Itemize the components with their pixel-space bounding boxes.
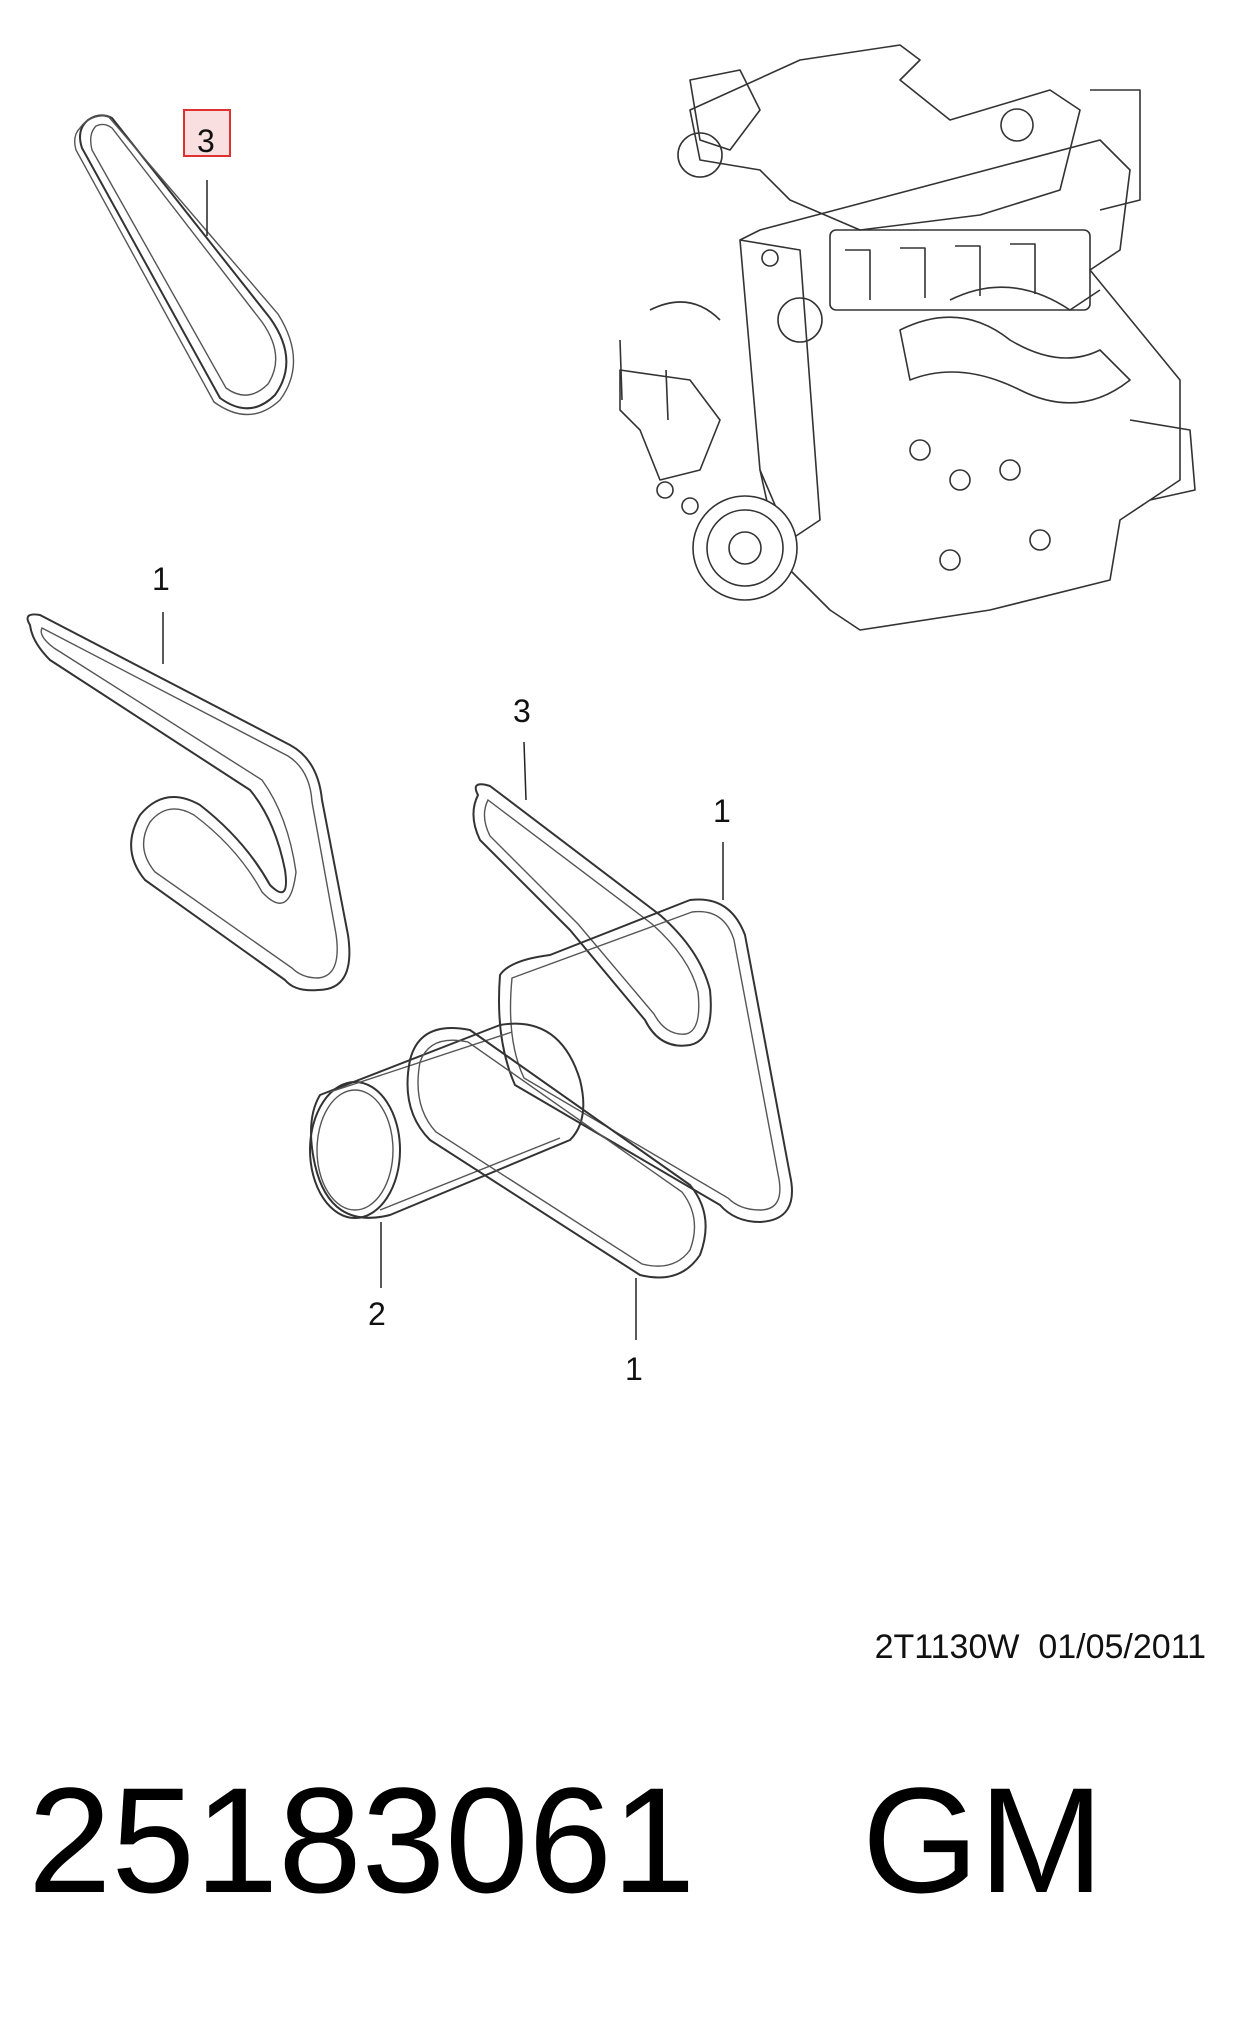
part-number: 25183061: [28, 1756, 696, 1924]
part-number-line: 25183061 GM: [28, 1765, 1104, 1915]
spacer: [695, 1756, 862, 1924]
reference-code: 2T1130W 01/05/2011: [874, 1628, 1206, 1666]
callout-1-left: 1: [152, 561, 170, 597]
belt-part-1-left: [26, 613, 351, 992]
belt-part-3-mid: [472, 783, 712, 1047]
brand: GM: [862, 1756, 1104, 1924]
belt-part-2: [309, 1022, 585, 1219]
highlight-box: [183, 109, 231, 157]
belt-part-1-right: [498, 898, 793, 1223]
callout-3-top: 3: [197, 123, 215, 159]
leader-3-mid: [523, 741, 527, 801]
callout-1-bottom: 1: [625, 1351, 643, 1387]
callout-2-bottom: 2: [368, 1296, 386, 1332]
callout-3-mid: 3: [513, 693, 531, 729]
belt-part-1-bottom: [406, 1027, 707, 1279]
engine-illustration: [619, 44, 1196, 631]
belt-part-3-top: [73, 114, 295, 416]
callout-1-mid: 1: [713, 793, 731, 829]
